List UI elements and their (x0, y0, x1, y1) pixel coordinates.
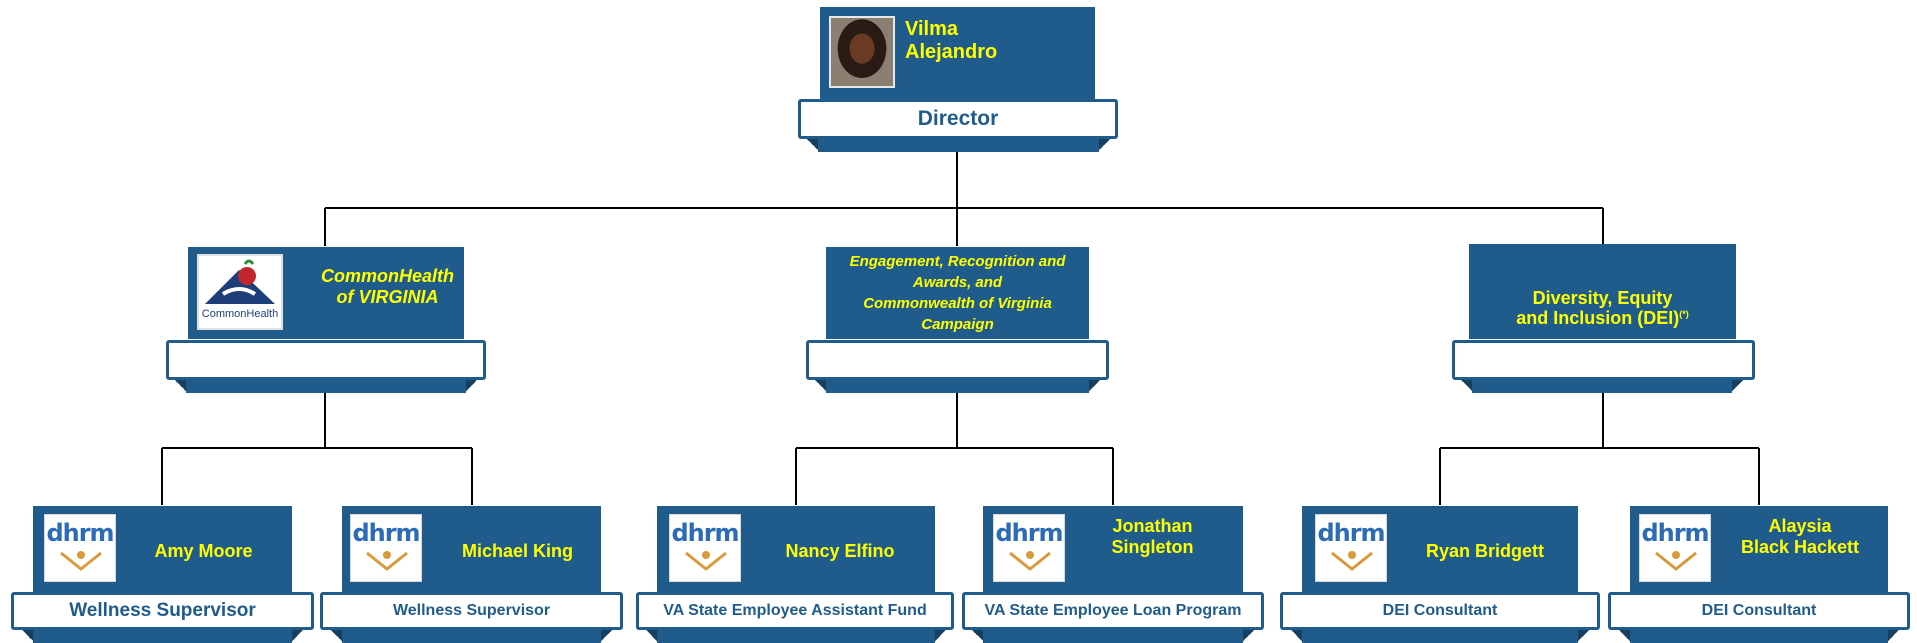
dhrm-logo-text: dhrm (46, 519, 114, 547)
director-title: Director (798, 99, 1118, 139)
staff-name: Alaysia Black Hackett (1740, 516, 1860, 557)
staff-title: Wellness Supervisor (11, 592, 314, 630)
dhrm-logo-text: dhrm (1317, 519, 1385, 547)
staff-ribbon-tail (1288, 627, 1592, 643)
staff-ribbon-tail (19, 627, 306, 643)
dhrm-logo-icon: dhrm (993, 514, 1065, 582)
commonhealth-logo-icon: CommonHealth (197, 254, 283, 330)
commonhealth-logo-text: CommonHealth (201, 308, 279, 320)
unit-ribbon-tail (172, 377, 480, 393)
unit-ribbon-tail (812, 377, 1103, 393)
unit-card (826, 247, 1089, 339)
staff-name: Jonathan Singleton (1111, 516, 1194, 557)
staff-name: Michael King (461, 541, 573, 561)
dhrm-logo-text: dhrm (352, 519, 420, 547)
director-name: Vilma Alejandro (905, 18, 998, 63)
dhrm-logo-text: dhrm (995, 519, 1063, 547)
staff-title: Wellness Supervisor (320, 592, 623, 630)
staff-ribbon-tail (328, 627, 615, 643)
unit-ribbon-tail (1458, 377, 1746, 393)
staff-name: Ryan Bridgett (1425, 541, 1544, 561)
staff-title: DEI Consultant (1608, 592, 1910, 630)
staff-title: VA State Employee Assistant Fund (636, 592, 954, 630)
staff-title: VA State Employee Loan Program (962, 592, 1264, 630)
staff-name: Nancy Elfino (785, 541, 895, 561)
unit-name: CommonHealth of VIRGINIA (320, 266, 454, 307)
staff-name: Amy Moore (154, 541, 253, 561)
unit-name: Engagement, Recognition and Awards, and … (849, 253, 1066, 333)
dhrm-logo-icon: dhrm (669, 514, 741, 582)
dhrm-logo-icon: dhrm (1315, 514, 1387, 582)
unit-title (1452, 340, 1755, 380)
footnote-marker: (*) (1679, 309, 1689, 320)
staff-ribbon-tail (969, 627, 1257, 643)
staff-ribbon-tail (1616, 627, 1902, 643)
dhrm-logo-text: dhrm (671, 519, 739, 547)
director-ribbon-tail (804, 136, 1113, 152)
dhrm-logo-icon: dhrm (44, 514, 116, 582)
unit-name: Diversity, Equity and Inclusion (DEI)(*) (1469, 267, 1736, 329)
dhrm-logo-icon: dhrm (1639, 514, 1711, 582)
unit-name-text: Diversity, Equity and Inclusion (DEI) (1516, 287, 1680, 329)
unit-title (806, 340, 1109, 380)
unit-title (166, 340, 486, 380)
unit-card (1469, 244, 1736, 339)
director-photo (829, 16, 895, 88)
staff-ribbon-tail (643, 627, 949, 643)
staff-title: DEI Consultant (1280, 592, 1600, 630)
dhrm-logo-text: dhrm (1641, 519, 1709, 547)
dhrm-logo-icon: dhrm (350, 514, 422, 582)
